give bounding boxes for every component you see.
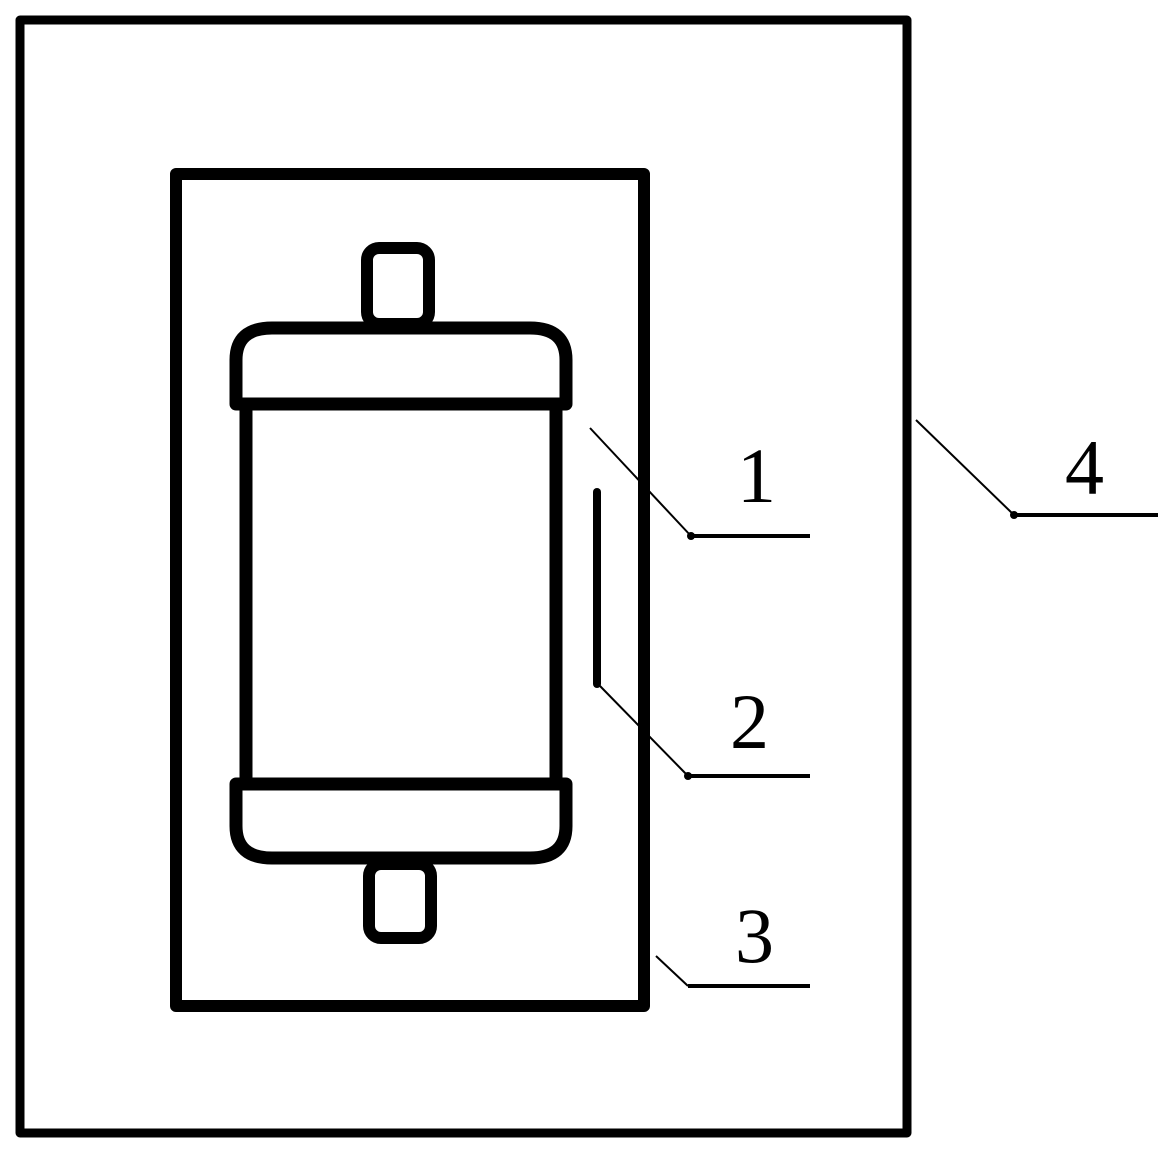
top-cap [236, 328, 566, 404]
callout-4-label: 4 [1065, 424, 1104, 511]
cylinder-body [246, 404, 556, 784]
callout-2-label: 2 [730, 678, 769, 765]
callout-1: 1 [590, 428, 810, 540]
callout-2: 2 [600, 678, 810, 780]
callout-4-leader [916, 420, 1014, 515]
bottom-nozzle [369, 864, 431, 938]
callout-4: 4 [916, 420, 1158, 519]
cylinder-component [236, 248, 566, 938]
callout-1-label: 1 [737, 432, 776, 519]
bottom-cap [236, 784, 566, 858]
callout-3-label: 3 [735, 892, 774, 979]
top-nozzle [367, 248, 429, 324]
callout-3: 3 [656, 892, 810, 986]
callout-3-leader [656, 956, 688, 986]
